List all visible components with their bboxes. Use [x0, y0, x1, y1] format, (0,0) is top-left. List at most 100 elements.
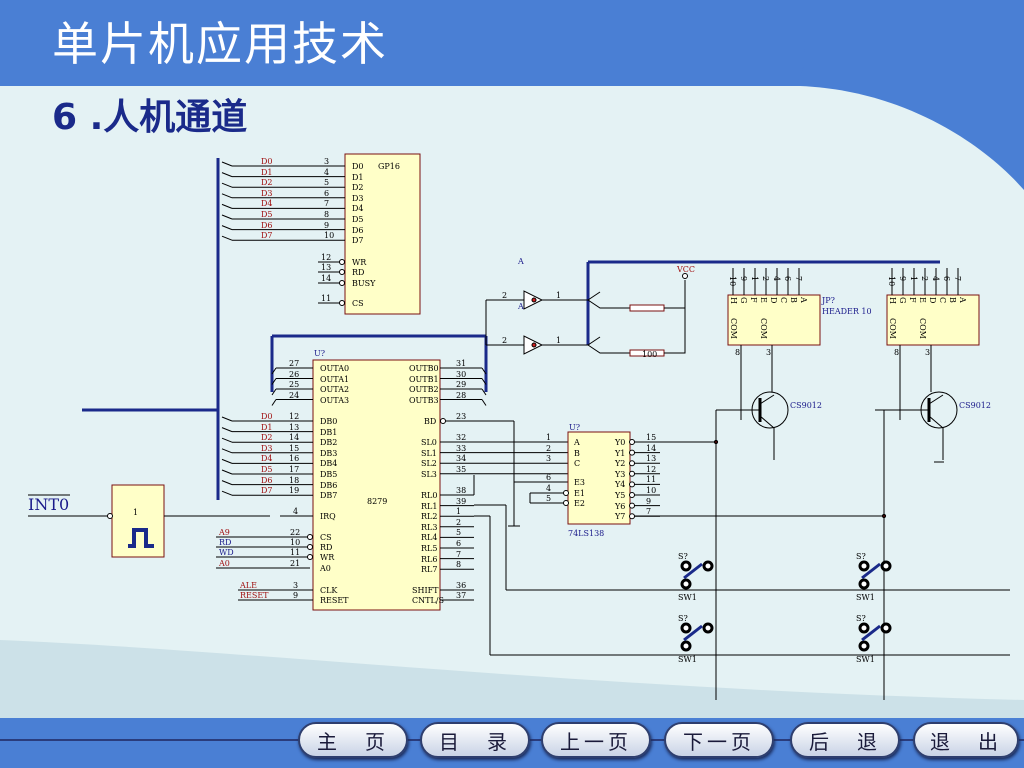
db-name: DB5: [320, 470, 338, 479]
gp16-pin-name: D0: [352, 162, 364, 171]
resistor-value: 100: [642, 350, 658, 359]
switch-contact: [858, 622, 870, 634]
gp16-bus-label: D0: [261, 157, 273, 166]
sl-name: SL3: [421, 469, 437, 479]
back-button[interactable]: 后 退: [790, 722, 900, 758]
enable-bubble: [563, 500, 569, 506]
shift-name: SHIFT: [412, 586, 439, 595]
shift-pin: 37: [456, 591, 467, 600]
decoder-74ls138: [567, 431, 631, 525]
header-top-pin: 2: [920, 276, 929, 282]
switch-name: SW1: [856, 655, 875, 664]
decoder-en-name: E3: [574, 478, 585, 487]
switch-contact: [680, 560, 692, 572]
header-letter: C: [779, 297, 788, 304]
buffer-out-pin: 1: [556, 336, 562, 345]
header-top-pin: 2: [761, 276, 770, 282]
transistor-name: CS9012: [790, 401, 822, 410]
header-com-1: COM: [729, 318, 738, 339]
gp16-pin-number: 4: [324, 167, 330, 177]
bus-entry: [221, 235, 233, 241]
exit-button[interactable]: 退 出: [913, 722, 1019, 758]
decoder-en-pin: 6: [546, 473, 552, 482]
header-top-pin: 4: [772, 276, 781, 282]
switch-name: SW1: [856, 593, 875, 602]
header-letter: B: [948, 297, 957, 303]
gp16-pin-number: 10: [324, 231, 335, 241]
outb-pin: 29: [456, 380, 467, 389]
header-letter: D: [928, 297, 937, 304]
ctrl-name: A0: [320, 564, 331, 573]
decoder-in-name: A: [574, 438, 580, 447]
contents-button[interactable]: 目 录: [420, 722, 530, 758]
outa-name: OUTA2: [320, 385, 350, 394]
bus-entry: [481, 388, 487, 396]
chip-8279: [312, 359, 441, 611]
prev-page-button[interactable]: 上一页: [541, 722, 651, 758]
gp16-ctrl-pin: 11: [321, 294, 332, 303]
decoder-in-name: C: [574, 459, 581, 469]
switch-ref: S?: [856, 614, 866, 623]
sl-pin: 32: [456, 433, 467, 442]
shift-name: CNTL/S: [412, 596, 444, 605]
section-heading: 6 .人机通道: [52, 97, 248, 138]
header-com-2: COM: [759, 318, 768, 339]
header-top-pin: 7: [794, 276, 803, 282]
outa-pin: 24: [289, 390, 300, 400]
switch-name: SW1: [678, 655, 697, 664]
bus-entry: [221, 182, 233, 188]
db-name: DB1: [320, 427, 338, 437]
decoder-y-pin: 15: [646, 433, 657, 442]
header-ref: JP?: [822, 296, 835, 305]
header-top-pin: 9: [739, 276, 748, 282]
8279-name: 8279: [367, 497, 388, 506]
gp16-ctrl-name: RD: [352, 268, 365, 277]
ctrl-name: WR: [320, 553, 335, 562]
gp16-pin-number: 3: [324, 157, 330, 166]
header-connector: [886, 294, 980, 346]
switch-lever: [861, 562, 881, 580]
outa-name: OUTA3: [320, 395, 350, 405]
rl-name: RL0: [421, 491, 438, 500]
resistor: [629, 304, 665, 312]
next-page-button[interactable]: 下一页: [664, 722, 774, 758]
gp16-pin-number: 9: [324, 220, 330, 230]
outb-name: OUTB0: [409, 364, 439, 373]
rl-name: RL7: [421, 565, 438, 575]
outb-pin: 31: [456, 359, 467, 368]
header-letter: A: [958, 297, 967, 303]
rl-pin: 6: [456, 539, 462, 548]
switch-name: SW1: [678, 593, 697, 602]
header-com-1: COM: [888, 318, 897, 339]
header-letter: G: [739, 297, 748, 304]
clk-signal: RESET: [240, 591, 269, 600]
gp16-bus-label: D4: [261, 199, 273, 209]
db-pin: 16: [289, 454, 300, 464]
outb-pin: 30: [456, 369, 467, 379]
bus-entry: [221, 203, 233, 209]
switch-contact: [680, 622, 692, 634]
bus-entry: [221, 225, 233, 231]
bus-entry: [221, 448, 233, 454]
decoder-in-pin: 1: [546, 433, 552, 442]
db-name: DB6: [320, 480, 338, 490]
bus-entry: [221, 427, 233, 433]
db-name: DB4: [320, 459, 338, 469]
switch-contact: [702, 622, 714, 634]
outb-name: OUTB3: [409, 395, 439, 405]
switch-lever: [861, 624, 881, 642]
clk-pin: 9: [293, 591, 299, 600]
header-letter: E: [759, 297, 768, 303]
gp16-ctrl-name: WR: [352, 258, 367, 267]
header-type: HEADER 10: [822, 307, 872, 316]
irq-name: IRQ: [320, 512, 336, 521]
home-button[interactable]: 主 页: [298, 722, 408, 758]
int0-bubble: [107, 513, 113, 519]
buffer-label: A: [518, 257, 524, 266]
rl-name: RL2: [421, 512, 438, 522]
gp16-bus-label: D1: [261, 167, 273, 177]
sl-name: SL0: [421, 438, 437, 447]
decoder-y-name: Y1: [615, 448, 626, 458]
header-letter: C: [938, 297, 947, 304]
